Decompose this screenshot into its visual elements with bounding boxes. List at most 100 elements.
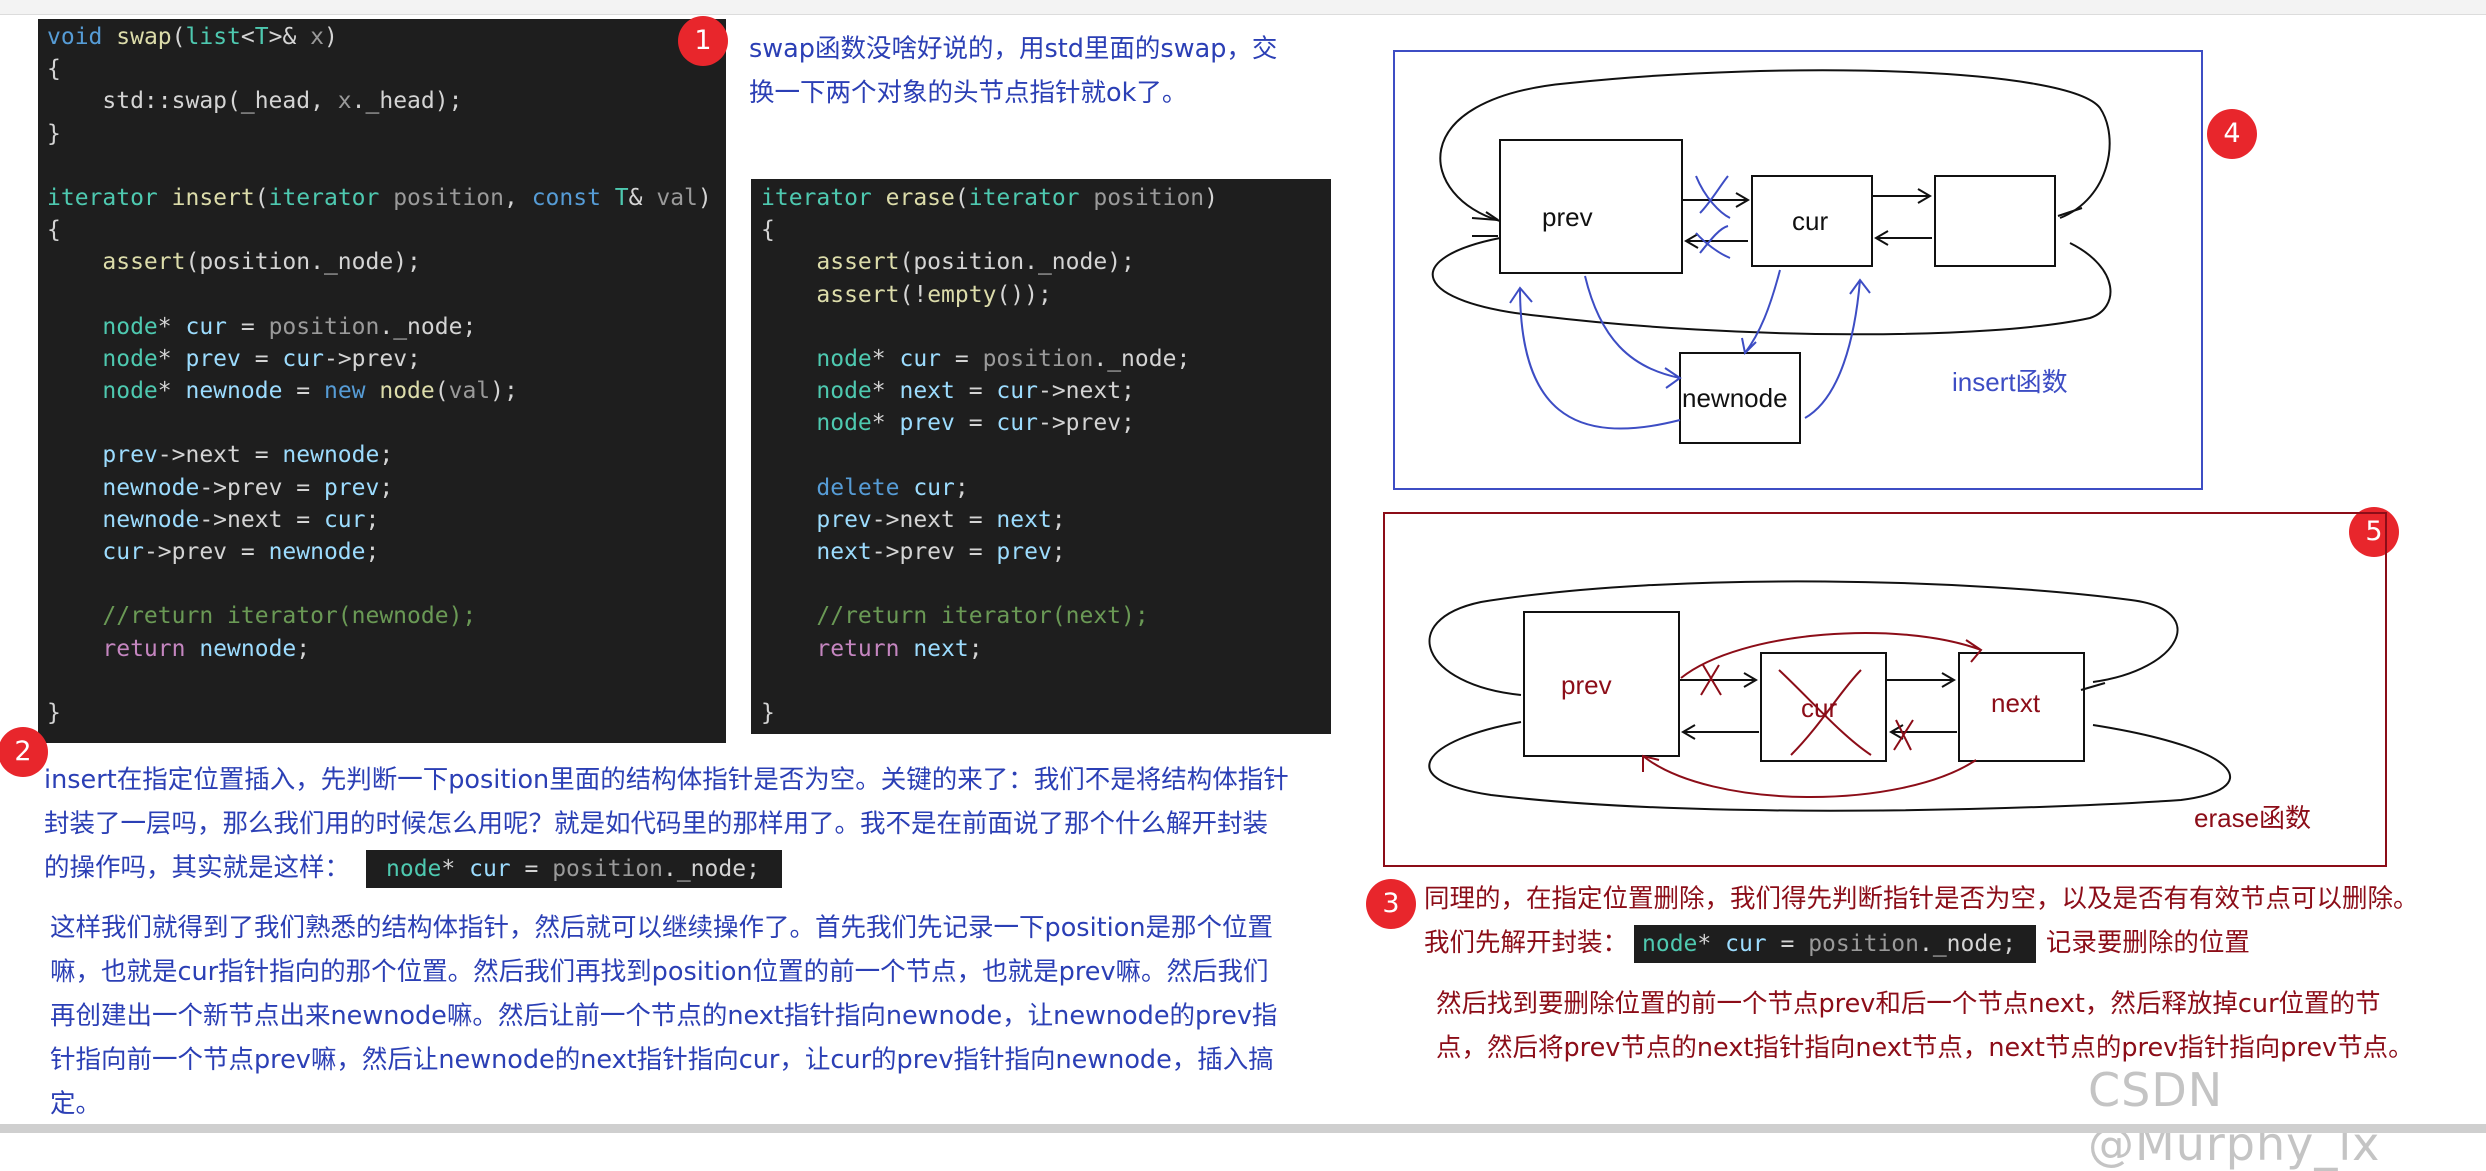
swap_code-line: std::swap(_head, x._head); [47, 85, 726, 117]
erase-cross-mark-1 [1700, 664, 1722, 696]
blue-arrow-newnode-prev [1509, 286, 1681, 430]
arrow-loop-in-prev [1471, 211, 1499, 237]
swap_code-line: } [47, 118, 726, 150]
insert-newnode-label: newnode [1682, 383, 1788, 413]
code-token: = [954, 410, 997, 437]
swap_code-line: newnode->next = cur; [47, 504, 726, 536]
code-token: iterator [47, 184, 172, 211]
chip-obj: position [1808, 931, 1919, 957]
erase-cross-cur [1778, 669, 1872, 756]
erase-next-box [1958, 652, 2085, 762]
code-token: prev [899, 410, 955, 437]
insert-intro-line: 的操作吗，其实就是这样：node* cur = position._node; [44, 846, 1289, 890]
swap_code-line: { [47, 214, 726, 246]
step-badge-4: 4 [2207, 109, 2257, 159]
code-token: } [761, 700, 775, 726]
chip-obj: position [552, 856, 663, 882]
insert-body-line: 针指向前一个节点prev嘛，然后让newnode的next指针指向cur，让cu… [50, 1045, 1274, 1075]
code-token: ->next = [871, 506, 997, 533]
code-token [47, 475, 102, 501]
code-token: empty [927, 281, 997, 308]
code-token: newnode [102, 506, 200, 533]
code-token [47, 636, 102, 662]
erase-next-label: next [1991, 688, 2041, 718]
csdn-watermark: CSDN @Murphy_lx [2088, 1063, 2381, 1171]
code-token: x [310, 24, 325, 50]
swap_code-line [47, 407, 726, 439]
code-token: { [47, 56, 61, 83]
code-token [47, 507, 102, 533]
erase-detail-note: 然后找到要删除位置的前一个节点prev和后一个节点next，然后释放掉cur位置… [1436, 982, 2414, 1070]
code-token: ._head); [351, 88, 463, 115]
insert-diagram: prev cur newnode insert函数 [1393, 50, 2203, 490]
code-token: } [47, 699, 61, 726]
code-chip-erase: node* cur = position._node; [1634, 925, 2036, 963]
code-token: ()); [996, 281, 1052, 308]
outer-loop-top [1439, 69, 2111, 222]
erase-arrow-cur-next [1886, 672, 1956, 688]
code-token: ) [324, 24, 338, 50]
arrow-cur-prev [1684, 233, 1748, 249]
code-token: ; [1051, 539, 1066, 566]
cross-mark-2 [1695, 225, 1731, 259]
code-token: < [240, 24, 255, 50]
erase-note-text: 我们先解开封装： [1424, 928, 1629, 958]
erase-note-line: 我们先解开封装：node* cur = position._node; 记录要删除… [1424, 921, 2419, 965]
insert-intro-line: 封装了一层吗，那么我们用的时候怎么用呢？就是如代码里的那样用了。我不是在前面说了… [44, 809, 1269, 839]
code-token: prev [996, 539, 1052, 566]
code-token [47, 539, 102, 565]
erase-caption: erase函数 [2194, 803, 2311, 833]
code-token: * [871, 378, 900, 405]
code-token: >& [268, 24, 311, 50]
step-badge-2: 2 [0, 727, 48, 777]
code-token: (! [899, 281, 928, 308]
swap_code-line [47, 150, 726, 182]
cur-node-box [1751, 175, 1873, 267]
swap_code-line: { [47, 53, 726, 85]
erase-prev-box [1523, 611, 1680, 757]
insert-intro-note: insert在指定位置插入，先判断一下position里面的结构体指针是否为空。… [44, 758, 1289, 890]
insert-body-line: 定。 [50, 1089, 102, 1119]
code-token [47, 442, 102, 468]
insert-intro-line: insert在指定位置插入，先判断一下position里面的结构体指针是否为空。… [44, 765, 1289, 795]
erase-note-text: 记录要删除的位置 [2045, 928, 2250, 958]
blue-arrow-newnode-cur [1804, 278, 1871, 419]
code-token: cur [996, 410, 1038, 437]
code-token: //return iterator(next); [816, 603, 1149, 630]
code-token: iterator [761, 185, 886, 211]
erase_code-line [761, 311, 1331, 343]
code-token: ; [1051, 506, 1066, 533]
code-token: * [157, 345, 186, 372]
code-token: ->next; [1037, 378, 1135, 405]
code-token [761, 539, 816, 565]
swap_code-line [47, 665, 726, 697]
erase_code-line: prev->next = next; [761, 504, 1331, 536]
code-token: x [337, 88, 352, 115]
erase_code-line [761, 440, 1331, 472]
code-token: * [871, 410, 900, 437]
code-token [761, 636, 816, 662]
erase-cross-mark-2 [1893, 719, 1914, 751]
swap_code-line [47, 568, 726, 600]
erase_code-line: node* cur = position._node; [761, 343, 1331, 375]
code-token: ; [968, 635, 983, 662]
outer-loop-bottom [1431, 237, 2112, 336]
code-token: ->prev = [871, 539, 997, 566]
code-token: node [102, 345, 158, 372]
code-token: T [614, 184, 629, 211]
code-token: position [1093, 185, 1205, 211]
code-token: (position._node); [185, 249, 421, 276]
code-token: node [816, 345, 872, 372]
code-token: iterator [968, 185, 1094, 211]
swap_code-line: void swap(list<T>& x) [47, 21, 726, 53]
code-token: ->next = [199, 506, 324, 533]
arrow-cur-next [1872, 188, 1932, 204]
code-token: T [254, 24, 269, 50]
code-token: cur [323, 506, 366, 533]
step-badge-5: 5 [2349, 507, 2399, 557]
code-token: assert [102, 249, 186, 276]
code-token [761, 378, 816, 404]
erase_code-line: delete cur; [761, 472, 1331, 504]
erase-red-arrow-prev-next [1680, 632, 1983, 679]
code-token: prev [102, 442, 158, 469]
